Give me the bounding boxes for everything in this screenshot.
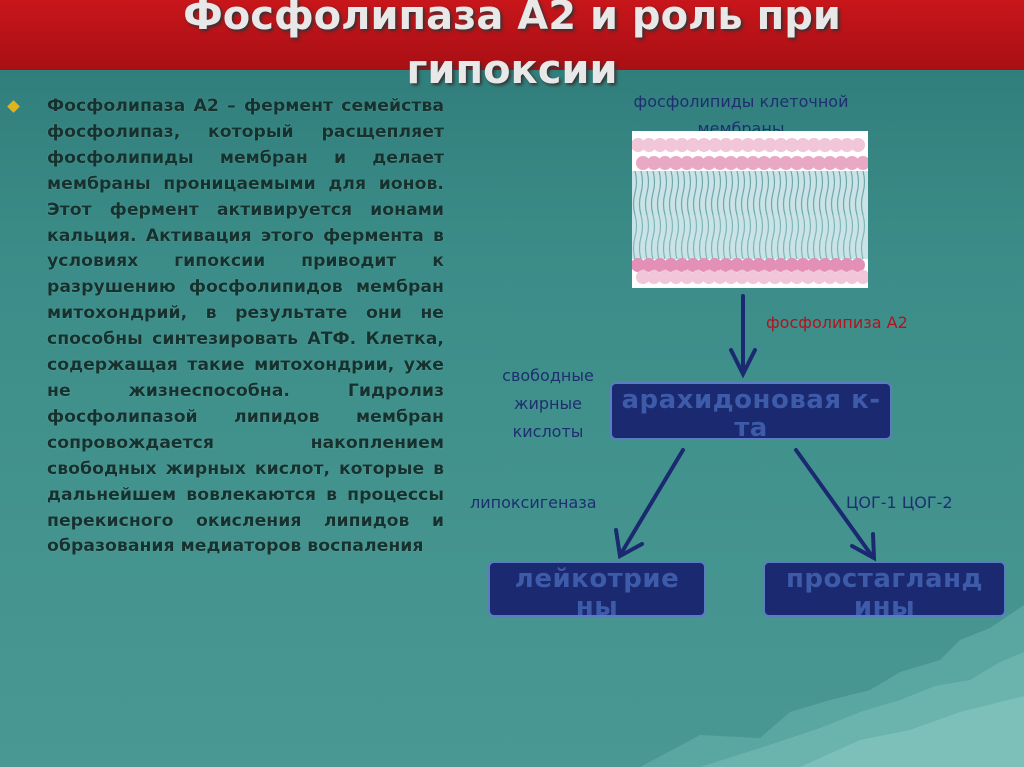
prostaglandins-box: простагланд ины — [763, 561, 1006, 617]
title-bar — [0, 0, 1024, 70]
arrow-acid-to-leukotrienes — [620, 448, 685, 554]
arachidonic-acid-label: арахидоновая к-та — [621, 385, 881, 440]
fatty-acids-label: свободные жирные кислоты — [502, 366, 594, 441]
arrow-right-head — [850, 532, 877, 562]
title-line-2: гипоксии — [406, 47, 618, 93]
enzyme-label: фосфолипиза А2 — [766, 313, 908, 332]
title-line-1: Фосфолипаза А2 и роль при — [183, 0, 841, 39]
arrow-acid-to-prostaglandins — [794, 448, 874, 558]
prostaglandins-label: простагланд ины — [785, 564, 984, 617]
membrane-image — [632, 131, 868, 288]
arrow-membrane-head — [729, 348, 757, 379]
phospholipid-bilayer-icon — [632, 138, 868, 284]
leukotrienes-box: лейкотрие ны — [488, 561, 706, 617]
leukotrienes-label: лейкотрие ны — [514, 564, 680, 617]
arrow-left-head — [614, 528, 644, 560]
body-paragraph: – фермент семейства фосфолипаз, который … — [47, 96, 444, 557]
term: Фосфолипаза А2 — [47, 96, 219, 116]
cox-label: ЦОГ-1 ЦОГ-2 — [846, 493, 953, 512]
lipoxygenase-label: липоксигеназа — [470, 493, 597, 512]
arachidonic-acid-box: арахидоновая к-та — [610, 382, 892, 440]
body-text: Фосфолипаза А2 – фермент семейства фосфо… — [47, 94, 444, 560]
slide-title: Фосфолипаза А2 и роль при гипоксии — [0, 0, 1024, 98]
